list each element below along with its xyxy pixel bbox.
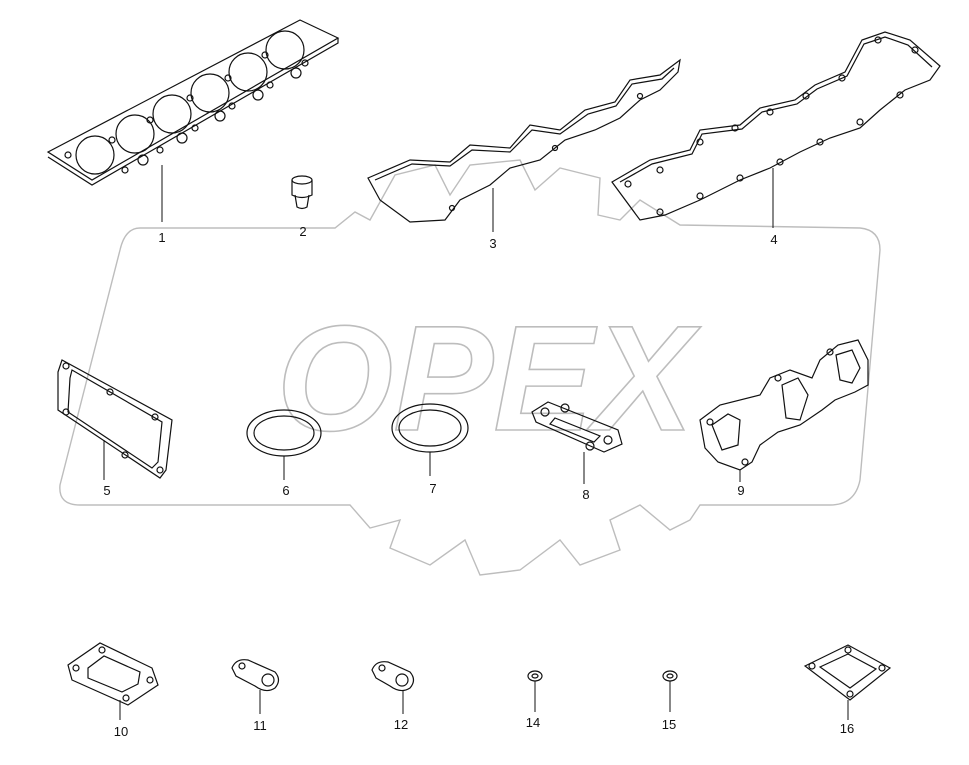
part-3-rocker-cover-gasket[interactable] [367, 58, 681, 223]
part-label-11[interactable]: 11 [253, 718, 267, 733]
watermark-logo: OPEX [59, 159, 881, 576]
part-label-14[interactable]: 14 [526, 715, 540, 730]
part-12-small-gasket[interactable] [371, 661, 415, 692]
part-label-10[interactable]: 10 [114, 724, 128, 739]
part-4-cover-gasket[interactable] [611, 31, 941, 221]
watermark-text: OPEX [277, 294, 702, 462]
part-14-washer[interactable] [527, 670, 543, 682]
part-label-7[interactable]: 7 [429, 481, 436, 496]
part-10-inlet-gasket[interactable] [67, 642, 159, 706]
part-9-manifold-gasket[interactable] [699, 339, 869, 471]
part-5-cover-gasket[interactable] [57, 359, 173, 479]
part-label-2[interactable]: 2 [299, 224, 306, 239]
part-label-1[interactable]: 1 [158, 230, 165, 245]
part-label-9[interactable]: 9 [737, 483, 744, 498]
part-label-16[interactable]: 16 [840, 721, 854, 736]
part-label-5[interactable]: 5 [103, 483, 110, 498]
part-label-3[interactable]: 3 [489, 236, 496, 251]
part-11-small-gasket[interactable] [231, 659, 280, 692]
watermark-gear-outline [59, 159, 881, 576]
part-label-8[interactable]: 8 [582, 487, 589, 502]
part-1-head-gasket[interactable] [46, 19, 340, 186]
part-label-6[interactable]: 6 [282, 483, 289, 498]
part-label-4[interactable]: 4 [770, 232, 777, 247]
part-16-square-gasket[interactable] [803, 644, 892, 701]
part-label-12[interactable]: 12 [394, 717, 408, 732]
part-2-valve-stem-seal[interactable] [291, 175, 313, 210]
part-labels: 1 2 3 4 5 6 7 8 9 10 11 12 14 15 16 [103, 224, 854, 739]
part-8-flange-gasket[interactable] [531, 401, 623, 453]
part-15-washer[interactable] [662, 670, 678, 682]
part-label-15[interactable]: 15 [662, 717, 676, 732]
